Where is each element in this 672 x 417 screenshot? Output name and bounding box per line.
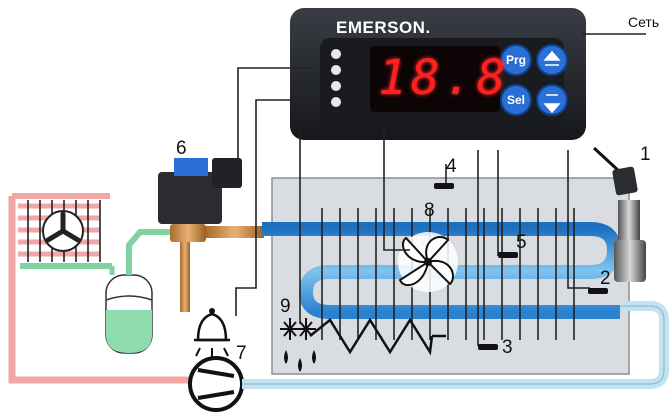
label-7: 7 <box>236 343 247 365</box>
liquid-line-green <box>129 232 172 275</box>
label-2: 2 <box>600 268 611 290</box>
compressor-icon <box>190 358 242 410</box>
power-label: Сеть <box>628 14 659 30</box>
label-3: 3 <box>502 337 513 359</box>
controller-brand: EMERSON. <box>336 18 431 38</box>
alarm-bell-icon <box>194 308 230 358</box>
sensor-probe-3 <box>478 344 498 350</box>
label-1: 1 <box>640 144 651 166</box>
receiver <box>106 275 152 353</box>
prg-button-label: Prg <box>501 53 531 67</box>
sel-button-label: Sel <box>501 93 531 107</box>
label-4: 4 <box>446 156 457 178</box>
sensor-probe-5 <box>498 252 518 258</box>
label-6: 6 <box>176 138 187 160</box>
label-9: 9 <box>280 296 291 318</box>
solenoid-valve <box>158 158 264 312</box>
evaporator-fan-icon <box>398 232 458 292</box>
sensor-probe-4 <box>434 183 454 189</box>
label-5: 5 <box>516 232 527 254</box>
label-8: 8 <box>424 200 435 222</box>
condenser <box>18 200 112 275</box>
temperature-display: 18.8 <box>378 50 510 106</box>
